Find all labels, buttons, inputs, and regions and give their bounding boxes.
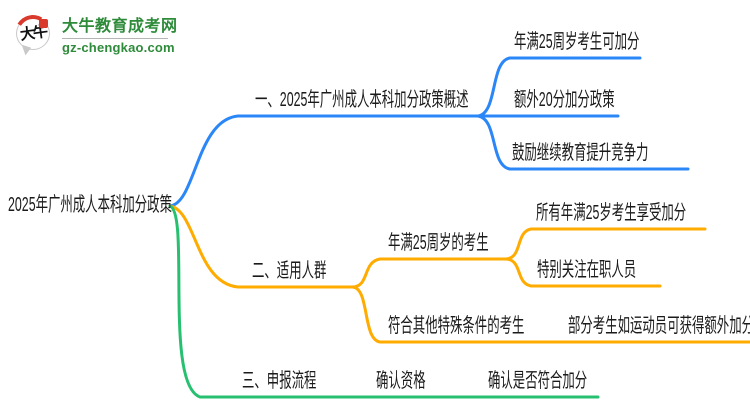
branch1-child3-connector — [476, 114, 690, 171]
branch2-connector — [168, 204, 354, 289]
branch3-child1-node[interactable]: 确认资格 — [376, 370, 426, 392]
branch2-child1-connector — [350, 257, 507, 289]
logo-url: gz-chengkao.com — [62, 40, 175, 55]
site-logo[interactable]: 大牛 大牛教育成考网 gz-chengkao.com — [11, 10, 178, 56]
root-node[interactable]: 2025年广州成人本科加分政策 — [8, 194, 172, 216]
logo-divider — [62, 38, 168, 39]
branch2-child2-connector — [350, 285, 750, 344]
branch2-grandchild3-node[interactable]: 部分考生如运动员可获得额外加分 — [568, 315, 750, 337]
logo-title: 大牛教育成考网 — [62, 18, 178, 35]
branch2-child1-node[interactable]: 年满25周岁的考生 — [388, 232, 489, 254]
branch2-grandchild1-node[interactable]: 所有年满25岁考生享受加分 — [536, 202, 687, 224]
red-seal-icon — [39, 18, 48, 28]
branch2-grandchild2-connector — [503, 257, 662, 288]
branch1-node[interactable]: 一、2025年广州成人本科加分政策概述 — [255, 89, 469, 111]
branch1-connector — [168, 114, 480, 208]
logo-text-block: 大牛教育成考网 gz-chengkao.com — [62, 12, 178, 55]
branch2-child2-node[interactable]: 符合其他特殊条件的考生 — [388, 315, 525, 337]
branch1-child3-node[interactable]: 鼓励继续教育提升竞争力 — [512, 142, 649, 164]
branch2-grandchild2-node[interactable]: 特别关注在职人员 — [537, 259, 637, 281]
branch1-child1-node[interactable]: 年满25周岁考生可加分 — [514, 31, 640, 53]
branch3-connector — [168, 204, 600, 399]
branch1-child2-node[interactable]: 额外20分加分政策 — [514, 89, 615, 111]
logo-bubble-icon: 大牛 — [11, 10, 55, 56]
branch3-node[interactable]: 三、申报流程 — [242, 370, 317, 392]
branch3-grandchild1-node[interactable]: 确认是否符合加分 — [488, 370, 588, 392]
branch2-node[interactable]: 二、适用人群 — [252, 260, 327, 282]
branch2-grandchild1-connector — [503, 227, 707, 261]
branch1-child1-connector — [476, 56, 642, 118]
